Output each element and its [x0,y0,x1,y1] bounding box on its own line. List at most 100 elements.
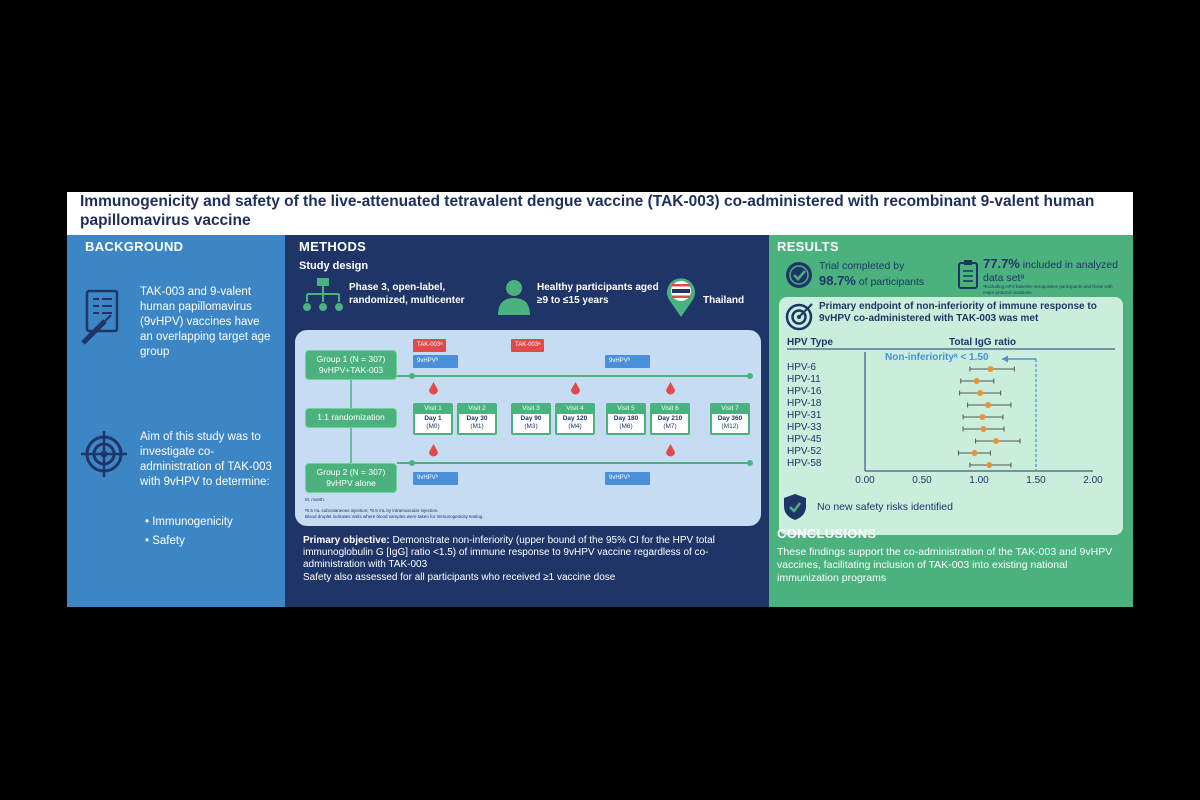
background-panel: BACKGROUND TAK-003 and 9-valent human pa… [67,235,285,607]
analyzed-value: 77.7% [983,256,1020,271]
visit-timing: Day 120(M4) [557,414,593,433]
stat-analyzed: 77.7% included in analyzed data setᵃ [983,257,1123,285]
visit-day: Day 180 [613,415,639,422]
visit-label: Visit 6 [661,405,679,412]
visit-label: Visit 7 [721,405,739,412]
results-heading: RESULTS [777,239,839,254]
endpoint-title: Primary endpoint of non-inferiority of i… [819,301,1097,324]
visit-timing: Day 210(M7) [652,414,688,433]
conclusions-text: These findings support the co-administra… [777,546,1113,584]
visit-label: Visit 2 [468,405,486,412]
hpv-type-label: HPV-45 [787,434,822,445]
analyzed-suffix: included in analyzed data setᵃ [983,259,1118,284]
blood-drop-icon [666,382,675,395]
x-tick-label: 0.50 [912,475,932,486]
clipboard-syringe-icon [81,289,119,345]
target-icon [81,431,127,477]
x-tick-label: 0.00 [855,475,875,486]
group1-box: Group 1 (N = 307) 9vHPV+TAK-003 [305,350,397,380]
visit-month: (M7) [663,423,677,430]
tak003-dose-2: TAK-003ᵃ [511,339,545,352]
objective-text: Demonstrate non-inferiority (upper bound… [303,535,715,570]
participants-text: Healthy participants aged ≥9 to ≤15 year… [537,282,659,306]
point-estimate [993,438,1000,444]
point-estimate [973,378,980,384]
visit-day: Day 30 [466,415,488,422]
visit-7: Visit 7 Day 360(M12) [710,403,750,435]
endpoint-box: Primary endpoint of non-inferiority of i… [779,297,1123,535]
visit-day: Day 360 [717,415,743,422]
visit-2: Visit 2 Day 30(M1) [457,403,497,435]
hpv-type-label: HPV-18 [787,398,822,409]
hpv-type-label: HPV-52 [787,446,822,457]
visit-timing: Day 1(M0) [415,414,451,433]
org-chart-icon [303,278,343,311]
blood-drop-icon [571,382,580,395]
visit-day: Day 90 [520,415,542,422]
visit-month: (M6) [619,423,633,430]
blood-drop-icon [429,382,438,395]
person-icon [498,280,530,315]
col-total-igg-ratio: Total IgG ratio [949,337,1017,348]
page-title: Immunogenicity and safety of the live-at… [67,192,1133,235]
visit-label: Visit 5 [617,405,635,412]
visit-timing: Day 180(M6) [608,414,644,433]
group2-box: Group 2 (N = 307) 9vHPV alone [305,463,397,493]
point-estimate [985,402,992,408]
visit-day: Day 210 [657,415,683,422]
visit-timing: Day 360(M12) [712,414,748,433]
stat-completed-pre: Trial completed by [819,260,905,272]
completed-value: 98.7% [819,273,856,288]
analyzed-footnote: ᵃExcluding HPV baseline seropositive par… [983,284,1113,295]
x-tick-label: 1.50 [1026,475,1046,486]
aim-text: Aim of this study was to investigate co-… [140,431,272,488]
visit-4: Visit 4 Day 120(M4) [555,403,595,435]
blood-drop-icon [429,444,438,457]
hpv-dose-1-group1: 9vHPVᵇ [413,355,458,368]
methods-panel: METHODS Study design Phase 3, open-label… [285,235,769,607]
x-tick-label: 1.00 [969,475,989,486]
point-estimate [986,462,993,468]
visit-1: Visit 1 Day 1(M0) [413,403,453,435]
point-estimate [971,450,978,456]
stat-completed: 98.7% of participants [819,273,924,288]
visit-day: Day 1 [424,415,442,422]
bullet-label: Immunogenicity [152,516,233,528]
forest-plot [787,348,1115,472]
hpv-dose-2-group1: 9vHPVᵇ [605,355,650,368]
title-text: Immunogenicity and safety of the live-at… [80,193,1095,229]
visit-label: Visit 1 [424,405,442,412]
footnote-blood: Blood droplet indicates visits where blo… [305,514,484,519]
randomization-box: 1:1 randomization [305,408,397,428]
visit-timing: Day 30(M1) [459,414,495,433]
bullet-immunogenicity: • Immunogenicity [145,516,233,528]
location-pin-icon [667,278,695,317]
visit-month: (M1) [470,423,484,430]
noninferiority-label: Non-inferiorityᵃ < 1.50 [885,352,989,363]
completed-suffix: of participants [855,276,925,288]
visit-month: (M4) [568,423,582,430]
visit-month: (M12) [721,423,739,430]
timeline-lines [350,373,753,466]
x-tick-label: 2.00 [1083,475,1103,486]
hpv-dose-1-group2: 9vHPVᵇ [413,472,458,485]
point-estimate [987,366,994,372]
clipboard-icon [958,260,978,289]
visit-5: Visit 5 Day 180(M6) [606,403,646,435]
design-text: Phase 3, open-label, randomized, multice… [349,282,465,306]
conclusions-heading: CONCLUSIONS [777,526,877,541]
visit-label: Visit 3 [522,405,540,412]
point-estimate [980,426,987,432]
objective-label: Primary objective: [303,535,390,546]
hpv-type-label: HPV-11 [787,374,821,385]
col-hpv-type: HPV Type [787,337,833,348]
safety-result: No new safety risks identified [817,501,953,513]
visit-label: Visit 4 [566,405,584,412]
hpv-type-label: HPV-6 [787,362,816,373]
study-design-diagram: Group 1 (N = 307) 9vHPV+TAK-003 1:1 rand… [295,330,761,526]
threshold-arrowhead [1002,355,1008,363]
target-arrow-icon [785,303,813,331]
visit-3: Visit 3 Day 90(M3) [511,403,551,435]
results-panel: RESULTS Trial completed by 98.7% of part… [769,235,1133,607]
check-badge-icon [786,262,812,288]
